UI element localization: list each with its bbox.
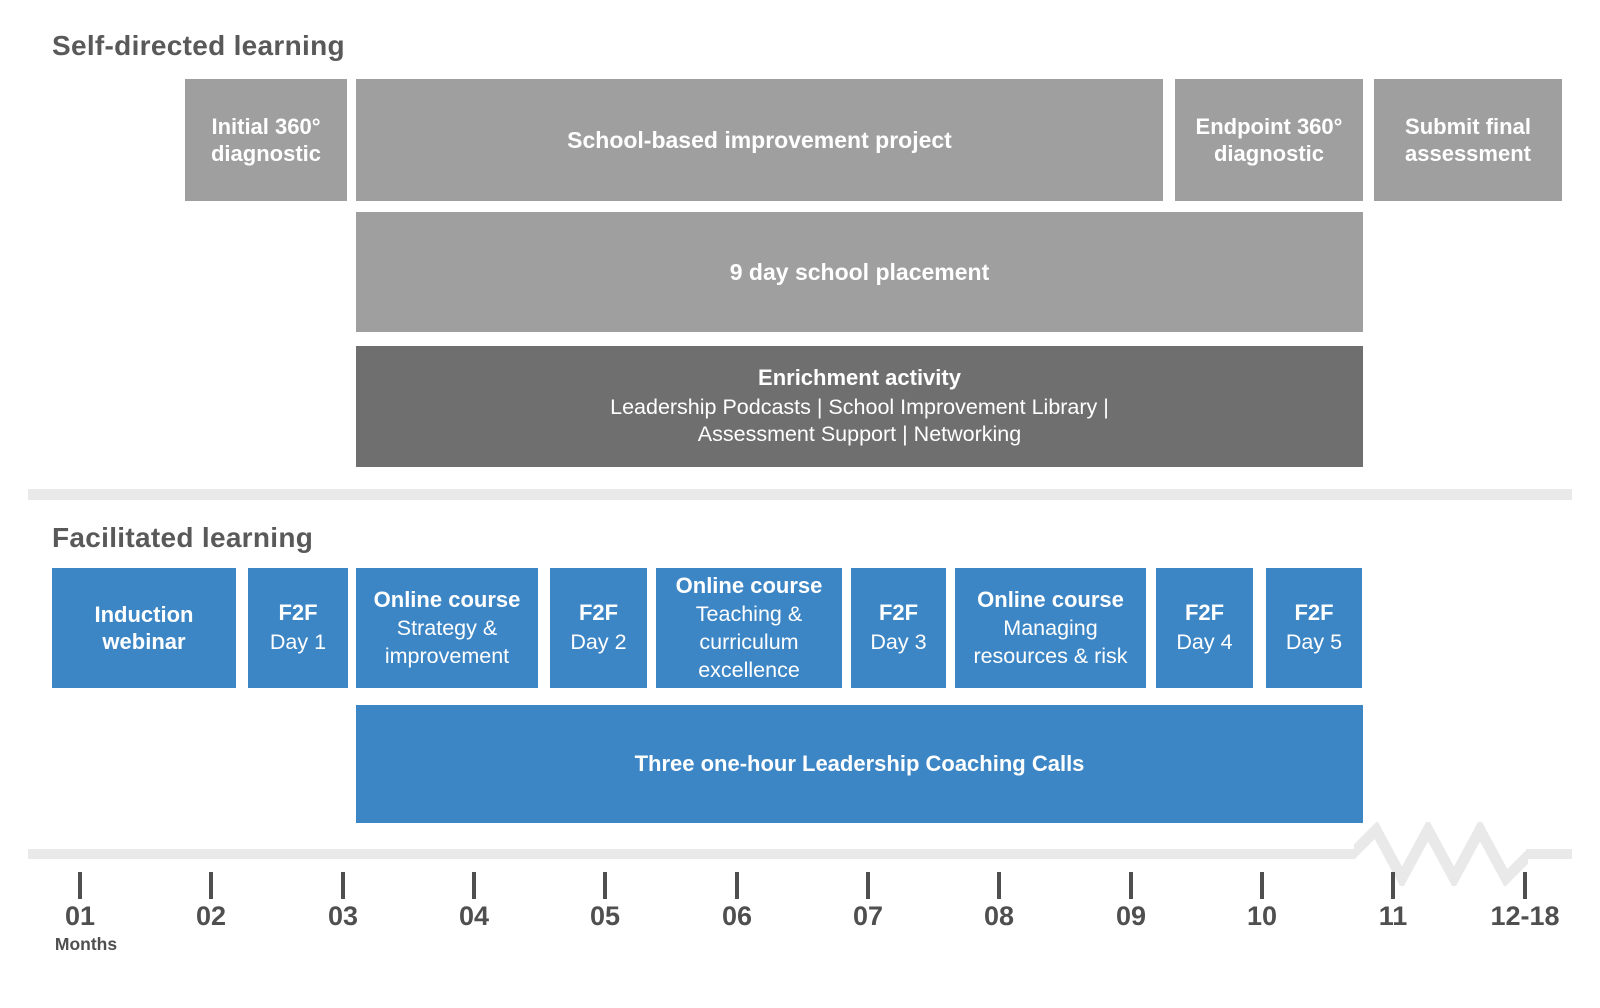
- box-online-course-managing: Online course Managing resources & risk: [955, 568, 1146, 688]
- timeline-bar: [28, 849, 1356, 859]
- box-label: Submit final assessment: [1405, 113, 1531, 167]
- month-label: 02: [195, 901, 227, 931]
- box-endpoint-360-diagnostic: Endpoint 360° diagnostic: [1175, 79, 1363, 201]
- box-f2f-day-4: F2F Day 4: [1156, 568, 1253, 688]
- box-label: F2F: [578, 600, 619, 626]
- box-sublabel: Day 3: [870, 629, 927, 654]
- box-sublabel: Day 2: [570, 629, 627, 654]
- box-label: Online course: [977, 586, 1124, 612]
- month-label: 04: [458, 901, 490, 931]
- box-f2f-day-2: F2F Day 2: [550, 568, 647, 688]
- box-coaching-calls: Three one-hour Leadership Coaching Calls: [356, 705, 1363, 823]
- month-label: 03: [327, 901, 359, 931]
- box-label: Online course: [373, 586, 521, 612]
- tick-mark: [1523, 872, 1527, 899]
- box-sublabel: Leadership Podcasts | School Improvement…: [610, 394, 1109, 447]
- month-label: 05: [589, 901, 621, 931]
- box-online-course-teaching: Online course Teaching & curriculum exce…: [656, 568, 842, 688]
- month-label: 10: [1246, 901, 1278, 931]
- tick-mark: [1391, 872, 1395, 899]
- box-label: 9 day school placement: [729, 258, 990, 285]
- box-sublabel: Day 1: [269, 629, 327, 654]
- tick-mark: [78, 872, 82, 899]
- box-label: F2F: [278, 600, 318, 626]
- box-sublabel: Strategy & improvement: [384, 616, 510, 668]
- box-label: Online course: [675, 572, 823, 598]
- box-submit-final-assessment: Submit final assessment: [1374, 79, 1562, 201]
- month-label: 07: [852, 901, 884, 931]
- box-label: Initial 360° diagnostic: [210, 113, 321, 167]
- box-f2f-day-1: F2F Day 1: [248, 568, 348, 688]
- box-label: Enrichment activity: [758, 365, 961, 391]
- box-label: Three one-hour Leadership Coaching Calls: [634, 751, 1085, 777]
- month-label: 06: [721, 901, 753, 931]
- tick-mark: [1260, 872, 1264, 899]
- month-label: 01: [64, 901, 96, 931]
- tick-mark: [1129, 872, 1133, 899]
- box-label: School-based improvement project: [567, 126, 952, 153]
- timeline-break-zigzag-icon: [1354, 822, 1528, 886]
- timeline-bar-end: [1526, 849, 1572, 859]
- box-sublabel: Managing resources & risk: [973, 616, 1128, 668]
- box-sublabel: Day 4: [1176, 629, 1233, 654]
- box-label: Endpoint 360° diagnostic: [1195, 113, 1343, 167]
- box-label: F2F: [1184, 600, 1225, 626]
- tick-mark: [209, 872, 213, 899]
- month-label: 12-18: [1490, 901, 1560, 931]
- tick-mark: [472, 872, 476, 899]
- month-label: 11: [1378, 901, 1408, 931]
- box-sublabel: Teaching & curriculum excellence: [695, 602, 803, 682]
- box-label: F2F: [1294, 600, 1334, 626]
- box-f2f-day-3: F2F Day 3: [851, 568, 946, 688]
- box-induction-webinar: Induction webinar: [52, 568, 236, 688]
- tick-mark: [603, 872, 607, 899]
- self-directed-heading: Self-directed learning: [52, 30, 345, 61]
- box-online-course-strategy: Online course Strategy & improvement: [356, 568, 538, 688]
- tick-mark: [341, 872, 345, 899]
- box-initial-360-diagnostic: Initial 360° diagnostic: [185, 79, 347, 201]
- tick-mark: [735, 872, 739, 899]
- tick-mark: [866, 872, 870, 899]
- box-school-improvement-project: School-based improvement project: [356, 79, 1163, 201]
- box-label: F2F: [878, 600, 919, 626]
- axis-caption: Months: [54, 934, 118, 954]
- section-divider: [28, 489, 1572, 500]
- box-sublabel: Day 5: [1285, 629, 1343, 654]
- box-label: Induction webinar: [94, 601, 194, 655]
- box-f2f-day-5: F2F Day 5: [1266, 568, 1362, 688]
- month-label: 08: [983, 901, 1015, 931]
- tick-mark: [997, 872, 1001, 899]
- box-enrichment-activity: Enrichment activity Leadership Podcasts …: [356, 346, 1363, 467]
- facilitated-heading: Facilitated learning: [52, 522, 314, 553]
- box-school-placement: 9 day school placement: [356, 212, 1363, 332]
- month-label: 09: [1115, 901, 1147, 931]
